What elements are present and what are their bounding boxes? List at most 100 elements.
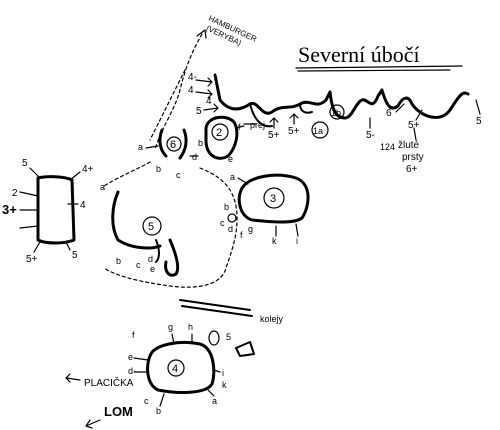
boulder-1b-label: 1b xyxy=(331,108,341,118)
left-grade-2: 2 xyxy=(12,188,18,199)
title-underline-2 xyxy=(297,69,451,72)
hamburger-label-group: HAMBURGER (VERYBA) xyxy=(205,14,259,48)
b3-letter-i: i xyxy=(296,236,298,246)
left-arrow-5 xyxy=(29,167,41,179)
boulder-2-circle xyxy=(211,123,229,141)
b3-letter-f: f xyxy=(240,230,243,240)
boulder-5-left xyxy=(111,190,162,250)
b6-letter-a: a xyxy=(138,142,143,152)
b2-arrow-f xyxy=(235,125,245,129)
placicka-label: PLACIČKA xyxy=(84,376,134,389)
lom-arrow xyxy=(85,419,101,429)
b2-letter-b: b xyxy=(198,138,203,148)
left-arrow-5b xyxy=(65,241,71,251)
boulder-5-label: 5 xyxy=(148,221,154,233)
grade-4-mid: 4 xyxy=(188,85,194,96)
arrow-4b xyxy=(195,89,213,99)
boulder-6-circle xyxy=(166,136,182,152)
boulder-1b-circle xyxy=(329,104,345,120)
grade-4plus-top: 4- xyxy=(188,72,197,83)
b3-arrow-a xyxy=(237,177,249,185)
b4-arrow-i xyxy=(213,369,221,373)
boulder-4-outline xyxy=(146,341,216,394)
b5-letter-b: b xyxy=(116,256,121,266)
b4-arrow-g xyxy=(171,333,175,345)
boulder-4-circle xyxy=(167,359,185,377)
b6-letter-b: b xyxy=(156,164,161,174)
b4-letter-a: a xyxy=(212,396,217,406)
b4-arrow-a xyxy=(207,389,215,397)
boulder-left-outline xyxy=(36,175,76,245)
boulder-3-label: 3 xyxy=(270,193,276,205)
b4-letter-i: i xyxy=(222,368,224,378)
arrow-n4 xyxy=(395,103,405,113)
map-title: Severní úbočí xyxy=(298,42,420,67)
small-rock-grade-5: 5 xyxy=(226,332,231,342)
left-arrow-4plus xyxy=(69,171,81,181)
small-rock-ellipse xyxy=(208,330,220,346)
grade-6-n: 6 xyxy=(386,108,392,119)
b6-letter-c: c xyxy=(176,170,181,180)
grade-prej: prej xyxy=(250,120,265,130)
b5-letter-d: d xyxy=(148,254,153,264)
b4-letter-g: g xyxy=(168,322,173,332)
left-grade-4: 4 xyxy=(80,200,86,211)
left-grade-5b: 5 xyxy=(72,250,78,261)
b4-letter-e: e xyxy=(128,352,133,362)
b4-letter-f: f xyxy=(132,330,135,340)
b4-letter-k: k xyxy=(222,380,227,390)
boulder-6-right xyxy=(178,128,188,160)
boulder-5-circle xyxy=(142,216,162,236)
arrow-n2 xyxy=(289,113,299,125)
arrow-n1 xyxy=(269,117,279,129)
path-dash-a xyxy=(103,161,151,187)
left-grade-5: 5 xyxy=(22,158,28,169)
rail-2 xyxy=(181,305,253,317)
boulder-1a-label: 1a xyxy=(313,126,323,136)
hamburger-arrow xyxy=(196,29,207,39)
label-prsty: prsty xyxy=(402,152,424,163)
boulder-6-label: 6 xyxy=(170,139,176,151)
rails-label: kolejy xyxy=(260,314,284,324)
arrow-5a xyxy=(203,103,219,113)
boulder-4-label: 4 xyxy=(172,363,178,375)
grade-5minus-n: 5- xyxy=(366,130,375,141)
left-grade-4plus: 4+ xyxy=(82,164,94,175)
b3-arrow-i xyxy=(295,223,299,237)
b2-letter-e: e xyxy=(228,154,233,164)
arrow-4a xyxy=(195,77,213,87)
north-wall-line xyxy=(213,73,470,120)
b4-letter-c: c xyxy=(144,396,149,406)
left-arrow-2 xyxy=(19,191,39,197)
title-underline xyxy=(295,65,463,69)
boulder-5-right xyxy=(164,238,180,277)
b3-letter-g: g xyxy=(248,224,253,234)
left-grade-5plus: 5+ xyxy=(26,254,38,265)
left-arrow-l xyxy=(19,225,39,229)
grade-6plus-n: 6+ xyxy=(406,164,418,175)
b3-letter-b: b xyxy=(224,202,229,212)
b3-letter-c: c xyxy=(220,218,225,228)
grade-4-b: 4 xyxy=(206,96,212,107)
arrow-n6 xyxy=(413,127,417,141)
b3-letter-k: k xyxy=(272,236,277,246)
b6-arrow-a xyxy=(145,145,159,149)
arrow-n5 xyxy=(415,109,423,121)
left-grade-3plus: 3+ xyxy=(2,202,17,217)
b5-letter-e: e xyxy=(150,264,155,274)
boulder-3-circle xyxy=(263,187,285,209)
b5-letter-a: a xyxy=(100,182,105,192)
placicka-arrow xyxy=(65,373,81,383)
b5-letter-c: c xyxy=(136,260,141,270)
north-wall-step-2 xyxy=(299,103,313,114)
boulder-3-outline xyxy=(237,173,310,224)
grade-5plus-n2: 5+ xyxy=(288,126,300,137)
lom-label: LOM xyxy=(104,404,133,419)
north-wall-step xyxy=(249,103,273,128)
b4-letter-b: b xyxy=(156,406,161,416)
b3-letter-d: d xyxy=(228,224,233,234)
grade-5-far: 5 xyxy=(476,116,482,127)
small-rock-diamond xyxy=(235,341,255,357)
boulder-5-inner xyxy=(155,239,160,263)
